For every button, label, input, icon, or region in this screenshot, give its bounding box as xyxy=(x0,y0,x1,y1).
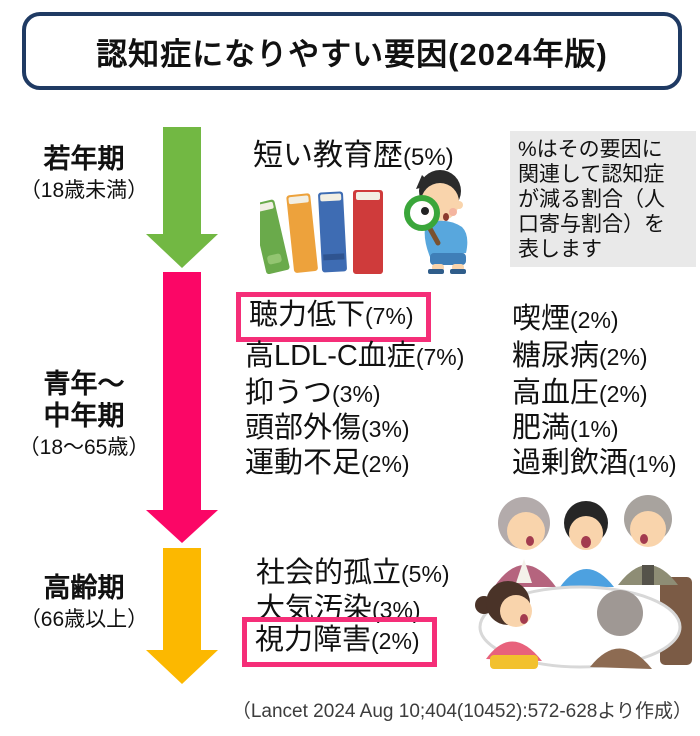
factor-pct: (2%) xyxy=(599,381,648,407)
factor-high-ldl: 高LDL-C血症(7%) xyxy=(245,340,464,374)
mid-arrow-head-icon xyxy=(146,510,218,543)
old-arrow-body xyxy=(163,548,201,650)
factor-pct: (1%) xyxy=(628,451,677,477)
factor-pct: (1%) xyxy=(570,416,619,442)
factor-name: 頭部外傷 xyxy=(245,412,362,444)
young-arrow-head-icon xyxy=(146,234,218,268)
factor-name: 運動不足 xyxy=(245,447,362,479)
elderly-people-around-table-icon xyxy=(475,495,692,669)
stage-mid-name-line2: 中年期 xyxy=(43,401,125,431)
factor-pct: (2%) xyxy=(371,628,420,654)
stage-old-name: 高齢期 xyxy=(43,573,125,603)
child-with-magnifying-glass-icon xyxy=(404,170,468,274)
factor-name: 視力障害 xyxy=(255,624,372,656)
factor-name: 聴力低下 xyxy=(249,299,366,331)
mid-arrow-body xyxy=(163,272,201,510)
factor-hypertension: 高血圧(2%) xyxy=(512,377,648,411)
factor-name: 糖尿病 xyxy=(512,340,600,372)
stage-young-name: 若年期 xyxy=(43,144,125,174)
factor-obesity: 肥満(1%) xyxy=(512,412,619,446)
stage-label-young: 若年期 （18歳未満） xyxy=(6,143,162,207)
note-box: %はその要因に 関連して認知症 が減る割合（人 口寄与割合）を 表します xyxy=(510,131,696,267)
factor-pct: (5%) xyxy=(403,144,454,171)
factor-name: 短い教育歴 xyxy=(253,139,403,172)
factor-pct: (7%) xyxy=(415,344,465,370)
factor-head-injury: 頭部外傷(3%) xyxy=(245,412,410,446)
factor-excess-alcohol: 過剰飲酒(1%) xyxy=(512,447,677,481)
factor-name: 高LDL-C血症 xyxy=(245,340,416,372)
factor-pct: (5%) xyxy=(401,561,450,587)
factor-diabetes: 糖尿病(2%) xyxy=(512,340,648,374)
factor-pct: (2%) xyxy=(570,307,619,333)
factor-name: 高血圧 xyxy=(512,377,600,409)
old-arrow-head-icon xyxy=(146,650,218,684)
factor-hearing-loss: 聴力低下(7%) xyxy=(236,292,431,342)
stage-label-mid: 青年〜 中年期 （18〜65歳） xyxy=(6,368,162,464)
stage-young-range: （18歳未満） xyxy=(19,179,149,202)
factor-name: 社会的孤立 xyxy=(256,557,402,589)
books-icon xyxy=(260,190,383,275)
factor-pct: (3%) xyxy=(332,381,381,407)
citation-text: （Lancet 2024 Aug 10;404(10452):572-628より… xyxy=(231,701,692,722)
factor-name: 喫煙 xyxy=(512,303,571,335)
stage-old-range: （66歳以上） xyxy=(19,608,149,631)
factor-name: 抑うつ xyxy=(245,377,333,409)
stage-mid-name-line1: 青年〜 xyxy=(43,369,125,399)
factor-physical-inactivity: 運動不足(2%) xyxy=(245,447,410,481)
factor-pct: (3%) xyxy=(361,416,410,442)
young-arrow-body xyxy=(163,127,201,234)
factor-name: 肥満 xyxy=(512,412,571,444)
stage-label-old: 高齢期 （66歳以上） xyxy=(6,572,162,636)
factor-vision-impairment: 視力障害(2%) xyxy=(242,617,437,667)
factor-name: 過剰飲酒 xyxy=(512,447,629,479)
title-box: 認知症になりやすい要因(2024年版) xyxy=(22,12,682,90)
stage-mid-range: （18〜65歳） xyxy=(18,436,150,459)
factor-depression: 抑うつ(3%) xyxy=(245,377,381,411)
factor-smoking: 喫煙(2%) xyxy=(512,303,619,337)
factor-pct: (7%) xyxy=(365,303,414,329)
page-title: 認知症になりやすい要因(2024年版) xyxy=(96,36,608,72)
factor-short-education: 短い教育歴(5%) xyxy=(253,130,454,174)
factor-pct: (2%) xyxy=(361,451,410,477)
factor-social-isolation: 社会的孤立(5%) xyxy=(256,557,450,591)
factor-pct: (2%) xyxy=(599,344,648,370)
